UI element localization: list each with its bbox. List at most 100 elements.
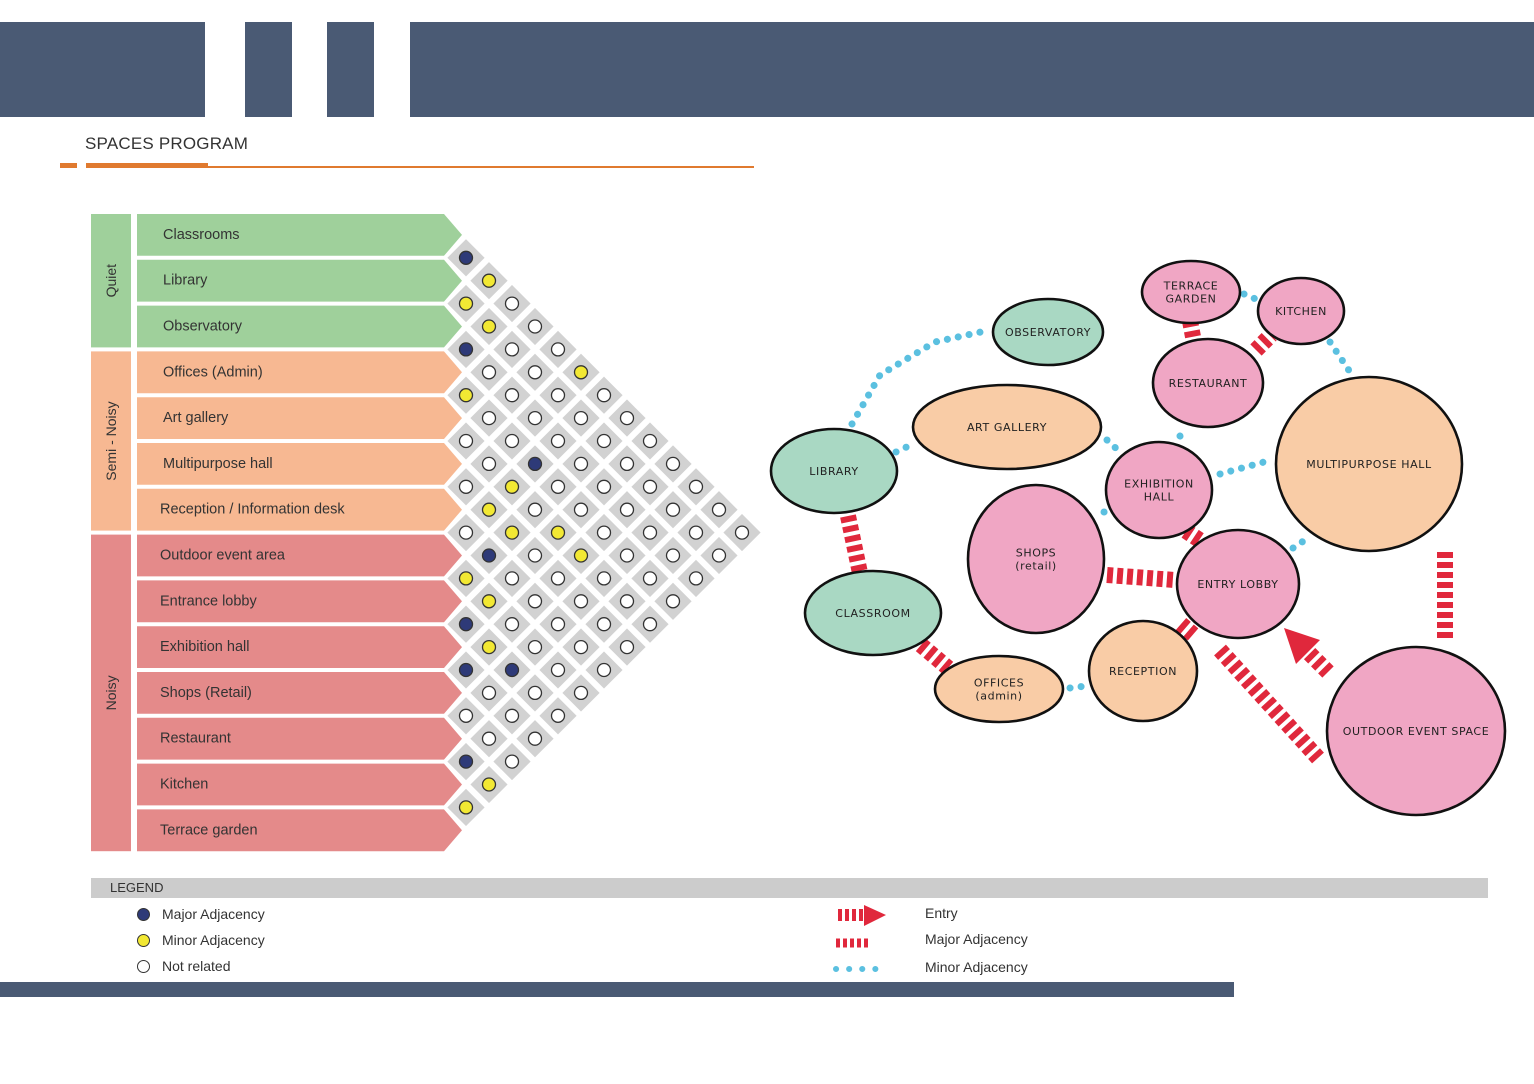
matrix-dot-none xyxy=(573,456,589,472)
matrix-dot-none xyxy=(619,594,635,609)
matrix-dot-none xyxy=(504,342,520,357)
matrix-dot-none xyxy=(573,594,589,609)
bubble-label: ART GALLERY xyxy=(967,421,1047,434)
bubble-shape xyxy=(933,654,1065,724)
matrix-dot-none xyxy=(619,502,635,517)
matrix-row-label: Kitchen xyxy=(160,777,208,793)
matrix-dot-major xyxy=(458,250,474,265)
legend-minor-label: Minor Adjacency xyxy=(162,932,265,948)
bubble-shape xyxy=(1151,337,1265,429)
matrix-dot-none xyxy=(573,639,589,655)
matrix-dot-none xyxy=(527,685,543,701)
matrix-dot-none xyxy=(504,617,520,632)
matrix-row-label: Terrace garden xyxy=(160,822,258,838)
bubble-shape xyxy=(1175,528,1301,640)
link-minor-artgallery-exhibition xyxy=(1103,436,1124,456)
matrix-dot-none xyxy=(550,342,566,357)
matrix-dot-minor xyxy=(550,525,566,540)
link-minor-exhibition-multipurpose xyxy=(1216,458,1268,478)
matrix-dot-none xyxy=(596,617,612,632)
matrix-dot-none xyxy=(596,433,612,449)
matrix-dot-none xyxy=(642,571,658,586)
matrix-dot-none xyxy=(527,548,543,563)
matrix-dot-minor xyxy=(481,594,497,609)
matrix-row-library xyxy=(137,259,462,302)
bubble-outdoor-event-space: OUTDOOR EVENT SPACE xyxy=(1325,645,1507,817)
legend-minor-dot xyxy=(137,934,150,947)
matrix-dot-none xyxy=(527,594,543,609)
bubble-label: KITCHEN xyxy=(1275,305,1327,318)
matrix-dot-minor xyxy=(504,479,520,494)
matrix-dot-none xyxy=(596,525,612,540)
matrix-dot-none xyxy=(573,502,589,517)
matrix-dot-none xyxy=(619,410,635,426)
matrix-dot-minor xyxy=(481,639,497,655)
link-minor-offices-reception xyxy=(1066,682,1090,692)
matrix-row-label: Restaurant xyxy=(160,731,231,747)
link-minor-terrace-kitchen xyxy=(1240,290,1262,304)
header-band-left xyxy=(0,22,205,117)
matrix-dot-none xyxy=(596,479,612,494)
matrix-dot-none xyxy=(688,479,704,494)
matrix-row-observatory xyxy=(137,305,462,348)
link-minor-restaurant-exhibition xyxy=(1176,432,1187,444)
legend-icons xyxy=(833,905,886,972)
matrix-row-art-gallery xyxy=(137,397,462,439)
matrix-row-multipurpose-hall xyxy=(137,443,462,485)
matrix-row-restaurant xyxy=(137,717,462,760)
group-label-semi-noisy: Semi - Noisy xyxy=(103,401,119,480)
matrix-row-label: Outdoor event area xyxy=(160,548,286,564)
matrix-dot-none xyxy=(619,639,635,655)
matrix-dot-none xyxy=(481,365,497,380)
matrix-row-label: Art gallery xyxy=(163,410,229,426)
legend-entry-label: Entry xyxy=(925,905,958,921)
matrix-dot-major xyxy=(458,617,474,632)
legend-title: LEGEND xyxy=(110,880,164,895)
bubble-shape xyxy=(1104,440,1214,540)
matrix-dot-none xyxy=(458,525,474,540)
bubble-links xyxy=(840,290,1453,764)
matrix-dot-none xyxy=(550,479,566,494)
matrix-row-exhibition-hall xyxy=(137,626,462,668)
matrix-dot-none xyxy=(550,617,566,632)
matrix-dot-none xyxy=(573,410,589,426)
matrix-dot-none xyxy=(504,754,520,769)
group-label-noisy: Noisy xyxy=(103,675,119,710)
bubble-label: MULTIPURPOSE HALL xyxy=(1306,458,1432,471)
legend-major-label: Major Adjacency xyxy=(162,906,265,922)
matrix-dot-none xyxy=(481,456,497,472)
bubble-observatory: OBSERVATORY xyxy=(991,297,1105,367)
matrix-dot-none xyxy=(527,410,543,426)
group-label-quiet: Quiet xyxy=(103,264,119,298)
matrix-dot-none xyxy=(458,479,474,494)
matrix-dot-none xyxy=(665,594,681,609)
legend-bar xyxy=(91,878,1488,898)
matrix-dot-major xyxy=(527,456,543,472)
matrix-dot-major xyxy=(458,754,474,769)
bubble-shape xyxy=(803,569,943,657)
bubble-shape xyxy=(911,383,1103,471)
matrix-dot-minor xyxy=(573,365,589,380)
matrix-row-offices-admin xyxy=(137,351,462,394)
bubble-classroom: CLASSROOM xyxy=(803,569,943,657)
matrix-row-reception-information-desk xyxy=(137,488,462,531)
bubble-shape xyxy=(1325,645,1507,817)
matrix-dot-none xyxy=(504,296,520,311)
matrix-dot-none xyxy=(504,708,520,723)
bubble-shape xyxy=(1140,259,1242,325)
matrix-dot-none xyxy=(734,525,750,540)
bubble-entry-lobby: ENTRY LOBBY xyxy=(1175,528,1301,640)
matrix-dot-minor xyxy=(504,525,520,540)
matrix-dot-major xyxy=(504,662,520,678)
matrix-dot-none xyxy=(711,548,727,563)
link-major-library-classroom xyxy=(840,514,868,575)
bubble-label: OUTDOOR EVENT SPACE xyxy=(1343,725,1490,738)
matrix-dot-none xyxy=(711,502,727,517)
bubble-shape xyxy=(991,297,1105,367)
matrix-row-label: Entrance lobby xyxy=(160,593,257,609)
link-major-classroom-offices xyxy=(915,638,954,675)
bubble-shape xyxy=(769,427,899,515)
bubble-shape xyxy=(1087,619,1199,723)
